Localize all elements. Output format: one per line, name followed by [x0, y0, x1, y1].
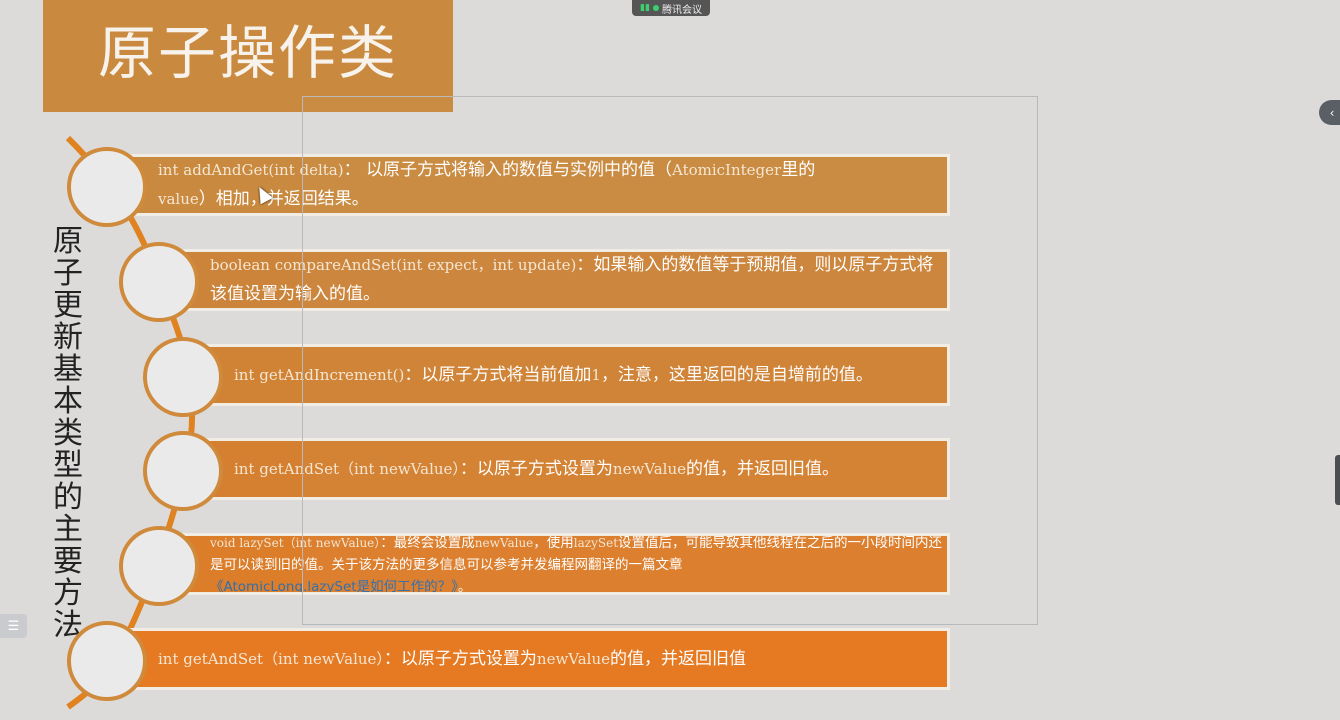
chevron-left-icon: ‹ — [1329, 105, 1335, 120]
status-dot-icon — [652, 5, 659, 11]
bullet-circle — [67, 621, 147, 701]
method-text: int addAndGet(int delta)： 以原子方式将输入的数值与实例… — [158, 160, 816, 209]
signal-bars-icon: ▮▮ — [640, 3, 650, 13]
method-text: int getAndIncrement()：以原子方式将当前值加1，注意，这里返… — [234, 364, 873, 385]
meeting-app-tag[interactable]: ▮▮ 腾讯会议 — [632, 0, 710, 16]
method-text: int getAndSet（int newValue）：以原子方式设置为newV… — [158, 648, 747, 669]
share-overlay-panel — [302, 96, 1038, 625]
method-row-get-and-set: int getAndSet（int newValue）：以原子方式设置为newV… — [184, 438, 950, 500]
method-row-get-and-increment: int getAndIncrement()：以原子方式将当前值加1，注意，这里返… — [184, 344, 950, 406]
method-text: boolean compareAndSet(int expect，int upd… — [210, 255, 934, 304]
bullet-circle — [143, 337, 223, 417]
bullet-circle — [143, 431, 223, 511]
collapse-panel-button[interactable]: ‹ — [1319, 100, 1340, 125]
edge-handle[interactable] — [1335, 455, 1340, 505]
side-label: 原子更新基本类型的主要方法 — [53, 224, 83, 643]
method-row-lazy-set: void lazySet（int newValue）：最终会设置成newValu… — [160, 533, 950, 595]
list-icon: ☰ — [7, 618, 20, 634]
bullet-circle — [67, 147, 147, 227]
slide-title-box: 原子操作类 — [43, 0, 453, 112]
toc-button[interactable]: ☰ — [0, 614, 27, 638]
method-text: void lazySet（int newValue）：最终会设置成newValu… — [210, 535, 943, 595]
slide-title: 原子操作类 — [97, 19, 398, 87]
meeting-app-name: 腾讯会议 — [661, 4, 702, 16]
article-link[interactable]: 《AtomicLong.lazySet是如何工作的？》 — [210, 579, 458, 595]
bullet-circle — [119, 526, 199, 606]
method-text: int getAndSet（int newValue）：以原子方式设置为newV… — [234, 458, 840, 479]
method-row-add-and-get: int addAndGet(int delta)： 以原子方式将输入的数值与实例… — [108, 154, 950, 216]
method-row-get-and-set-2: int getAndSet（int newValue）：以原子方式设置为newV… — [108, 628, 950, 690]
method-row-compare-and-set: boolean compareAndSet(int expect，int upd… — [160, 249, 950, 311]
bullet-circle — [119, 242, 199, 322]
